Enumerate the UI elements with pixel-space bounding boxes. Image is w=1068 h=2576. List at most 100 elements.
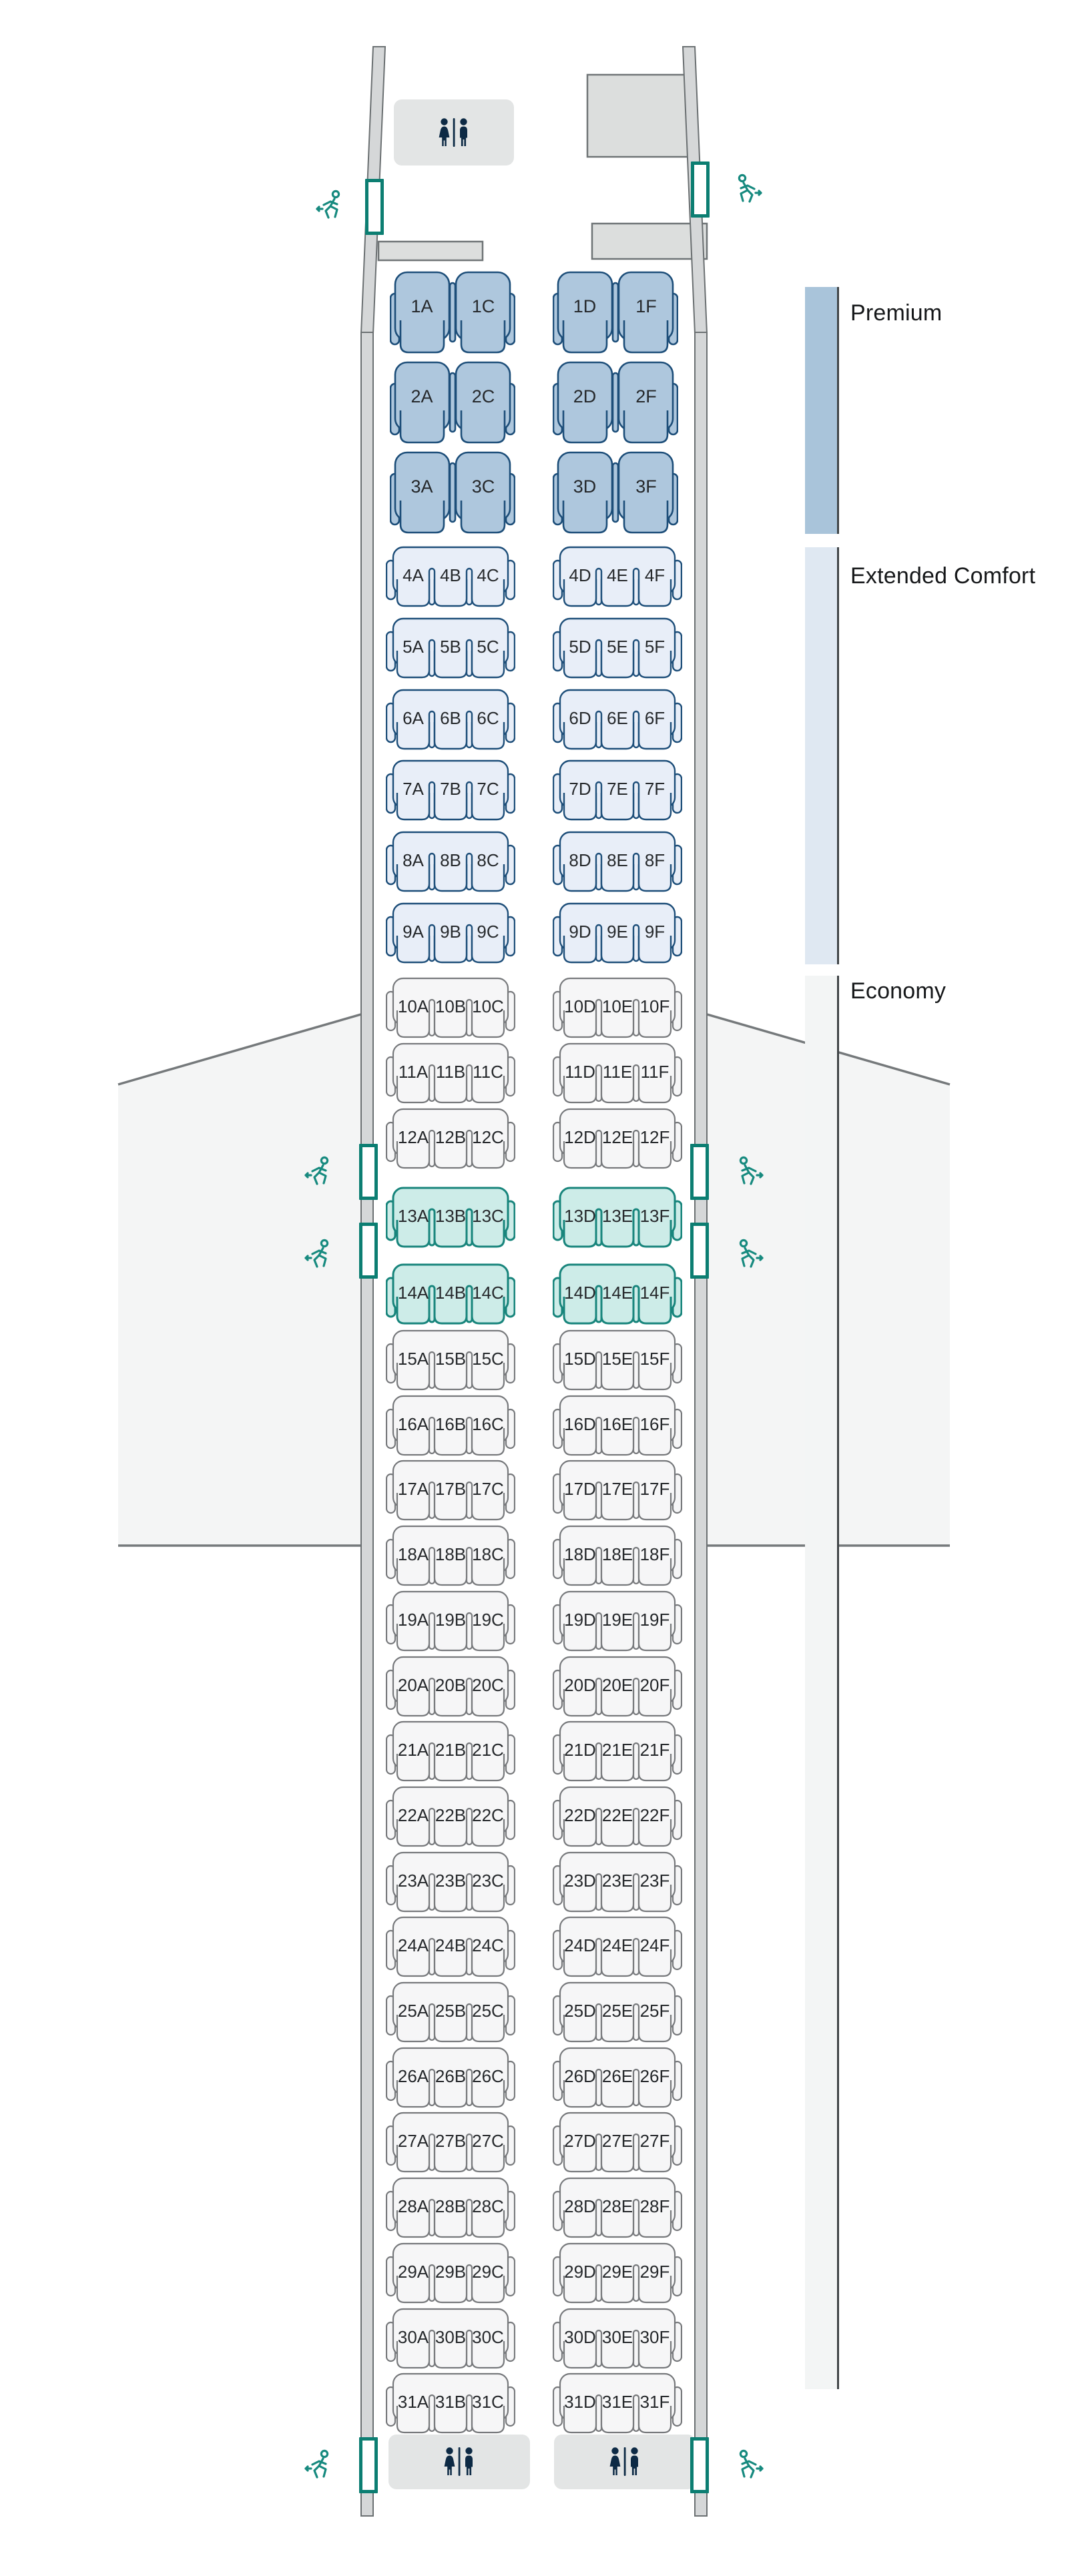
seat-13A[interactable]: 13A [393,1187,429,1247]
seat-12E[interactable]: 12E [599,1108,633,1168]
seat-6E[interactable]: 6E [599,689,633,749]
seat-26E[interactable]: 26E [599,2047,633,2107]
seat-25B[interactable]: 25B [432,1981,467,2041]
seat-17E[interactable]: 17E [599,1460,633,1520]
seat-11A[interactable]: 11A [393,1042,429,1102]
seat-19C[interactable]: 19C [471,1590,508,1650]
seat-25A[interactable]: 25A [393,1981,429,2041]
seat-21E[interactable]: 21E [599,1720,633,1781]
seat-11C[interactable]: 11C [471,1042,508,1102]
seat-27B[interactable]: 27B [432,2112,467,2172]
seat-6C[interactable]: 6C [471,689,508,749]
seat-11F[interactable]: 11F [637,1042,675,1102]
seat-16D[interactable]: 16D [560,1395,596,1455]
seat-20E[interactable]: 20E [599,1656,633,1716]
seat-9F[interactable]: 9F [637,902,675,962]
seat-7D[interactable]: 7D [560,759,596,820]
seat-17F[interactable]: 17F [637,1460,675,1520]
seat-15C[interactable]: 15C [471,1329,508,1389]
seat-22E[interactable]: 22E [599,1786,633,1846]
seat-28F[interactable]: 28F [637,2177,675,2237]
seat-29E[interactable]: 29E [599,2242,633,2302]
seat-30C[interactable]: 30C [471,2308,508,2368]
seat-12F[interactable]: 12F [637,1108,675,1168]
seat-26F[interactable]: 26F [637,2047,675,2107]
seat-19F[interactable]: 19F [637,1590,675,1650]
seat-20A[interactable]: 20A [393,1656,429,1716]
seat-10B[interactable]: 10B [432,977,467,1037]
seat-4E[interactable]: 4E [599,546,633,606]
seat-14D[interactable]: 14D [560,1263,596,1323]
seat-25F[interactable]: 25F [637,1981,675,2041]
seat-6F[interactable]: 6F [637,689,675,749]
seat-24F[interactable]: 24F [637,1916,675,1976]
seat-8F[interactable]: 8F [637,831,675,891]
seat-12B[interactable]: 12B [432,1108,467,1168]
seat-13B[interactable]: 13B [432,1187,467,1247]
seat-11D[interactable]: 11D [560,1042,596,1102]
seat-7A[interactable]: 7A [393,759,429,820]
seat-18B[interactable]: 18B [432,1525,467,1585]
seat-17C[interactable]: 17C [471,1460,508,1520]
seat-15E[interactable]: 15E [599,1329,633,1389]
seat-24C[interactable]: 24C [471,1916,508,1976]
seat-18E[interactable]: 18E [599,1525,633,1585]
seat-25E[interactable]: 25E [599,1981,633,2041]
seat-5E[interactable]: 5E [599,617,633,677]
seat-9E[interactable]: 9E [599,902,633,962]
seat-3A[interactable]: 3A [395,452,449,513]
seat-21F[interactable]: 21F [637,1720,675,1781]
seat-15D[interactable]: 15D [560,1329,596,1389]
seat-20F[interactable]: 20F [637,1656,675,1716]
seat-18F[interactable]: 18F [637,1525,675,1585]
seat-16E[interactable]: 16E [599,1395,633,1455]
seat-5F[interactable]: 5F [637,617,675,677]
seat-25D[interactable]: 25D [560,1981,596,2041]
seat-4F[interactable]: 4F [637,546,675,606]
seat-4A[interactable]: 4A [393,546,429,606]
seat-30D[interactable]: 30D [560,2308,596,2368]
seat-1D[interactable]: 1D [558,272,612,332]
seat-10D[interactable]: 10D [560,977,596,1037]
seat-19E[interactable]: 19E [599,1590,633,1650]
seat-20B[interactable]: 20B [432,1656,467,1716]
seat-14B[interactable]: 14B [432,1263,467,1323]
seat-29B[interactable]: 29B [432,2242,467,2302]
seat-28D[interactable]: 28D [560,2177,596,2237]
seat-22B[interactable]: 22B [432,1786,467,1846]
seat-10C[interactable]: 10C [471,977,508,1037]
seat-23D[interactable]: 23D [560,1851,596,1911]
seat-6D[interactable]: 6D [560,689,596,749]
seat-4B[interactable]: 4B [432,546,467,606]
seat-28C[interactable]: 28C [471,2177,508,2237]
seat-5C[interactable]: 5C [471,617,508,677]
seat-2D[interactable]: 2D [558,362,612,422]
seat-23F[interactable]: 23F [637,1851,675,1911]
seat-8D[interactable]: 8D [560,831,596,891]
seat-10F[interactable]: 10F [637,977,675,1037]
seat-16A[interactable]: 16A [393,1395,429,1455]
seat-7F[interactable]: 7F [637,759,675,820]
seat-1C[interactable]: 1C [456,272,510,332]
seat-1F[interactable]: 1F [619,272,673,332]
seat-18D[interactable]: 18D [560,1525,596,1585]
seat-26D[interactable]: 26D [560,2047,596,2107]
seat-9B[interactable]: 9B [432,902,467,962]
seat-11B[interactable]: 11B [432,1042,467,1102]
seat-23E[interactable]: 23E [599,1851,633,1911]
seat-22A[interactable]: 22A [393,1786,429,1846]
seat-21C[interactable]: 21C [471,1720,508,1781]
seat-31B[interactable]: 31B [432,2372,467,2433]
seat-17D[interactable]: 17D [560,1460,596,1520]
seat-18A[interactable]: 18A [393,1525,429,1585]
seat-16F[interactable]: 16F [637,1395,675,1455]
seat-14E[interactable]: 14E [599,1263,633,1323]
seat-29A[interactable]: 29A [393,2242,429,2302]
seat-31F[interactable]: 31F [637,2372,675,2433]
seat-7E[interactable]: 7E [599,759,633,820]
seat-12D[interactable]: 12D [560,1108,596,1168]
seat-11E[interactable]: 11E [599,1042,633,1102]
seat-30F[interactable]: 30F [637,2308,675,2368]
seat-1A[interactable]: 1A [395,272,449,332]
seat-21B[interactable]: 21B [432,1720,467,1781]
